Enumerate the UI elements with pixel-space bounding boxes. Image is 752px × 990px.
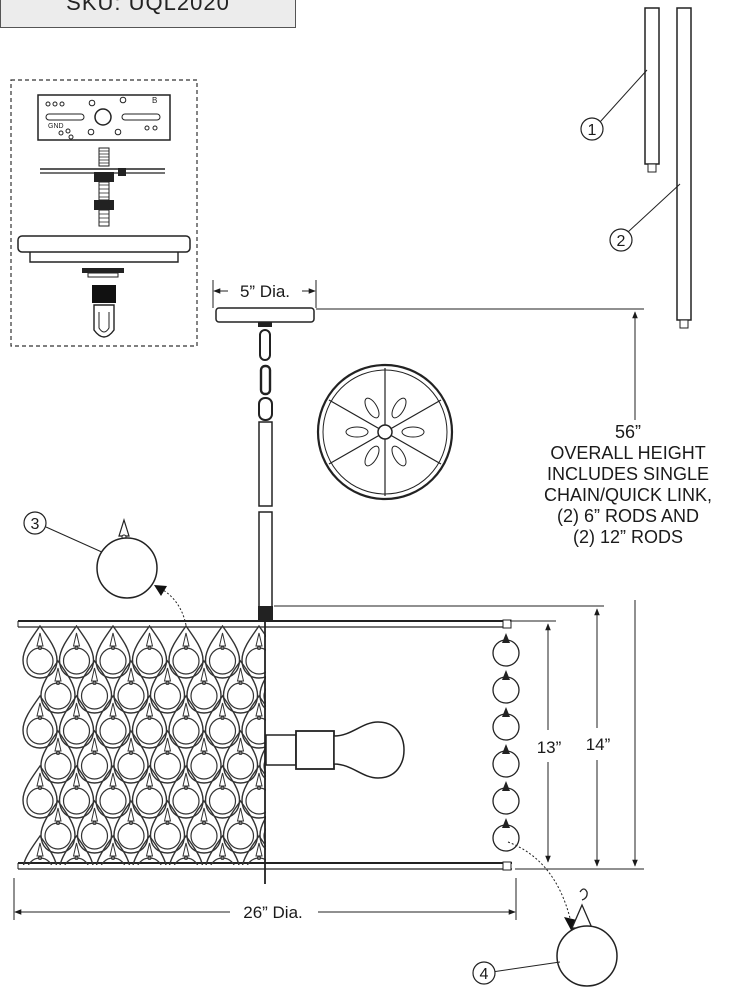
strand-crystal bbox=[492, 676, 520, 704]
callout-1: 1 bbox=[580, 69, 648, 141]
mounting-plate: GND B bbox=[37, 94, 171, 141]
stem-rods bbox=[258, 421, 273, 620]
strand-connector bbox=[502, 781, 510, 791]
crystal-strand bbox=[492, 633, 520, 852]
top-view-frame bbox=[316, 363, 454, 501]
strand-connector bbox=[502, 633, 510, 643]
center-bulb bbox=[265, 721, 405, 779]
frame-height-dimension: 13” bbox=[510, 620, 562, 863]
rod-12in bbox=[676, 7, 692, 329]
strand-connector bbox=[502, 707, 510, 717]
fixture-diameter-dimension: 26” Dia. bbox=[13, 878, 517, 922]
overall-height-dimension bbox=[316, 308, 644, 867]
fixture-shade bbox=[17, 606, 520, 884]
sku-label: SKU: UQL2020 bbox=[66, 0, 230, 15]
crystal-drop bbox=[297, 801, 331, 853]
canopy-kit-inset: GND B bbox=[10, 79, 198, 347]
strand-crystal bbox=[492, 713, 520, 741]
crystal-detail bbox=[96, 517, 158, 599]
svg-text:1: 1 bbox=[588, 122, 597, 139]
svg-text:4: 4 bbox=[480, 966, 489, 983]
crystal-detail bbox=[556, 888, 618, 987]
svg-text:2: 2 bbox=[617, 233, 626, 250]
crystal-drop bbox=[279, 626, 313, 678]
rod-6in bbox=[644, 7, 660, 173]
callout-2: 2 bbox=[609, 183, 681, 252]
canopy-cup bbox=[17, 235, 191, 263]
strand-connector bbox=[502, 744, 510, 754]
height-note-line-4: (2) 6” RODS AND bbox=[556, 506, 700, 526]
chain-quick-link bbox=[258, 329, 273, 421]
height-note-line-1: OVERALL HEIGHT bbox=[550, 443, 706, 463]
svg-text:5” Dia.: 5” Dia. bbox=[240, 282, 290, 301]
canopy bbox=[215, 307, 315, 327]
crystal-drop bbox=[297, 661, 331, 713]
svg-text:26” Dia.: 26” Dia. bbox=[243, 903, 303, 922]
strand-crystal bbox=[492, 824, 520, 852]
fixture-height-dimension: 14” bbox=[274, 605, 644, 870]
callout-4: 4 bbox=[472, 841, 618, 987]
callout-3: 3 bbox=[23, 511, 187, 626]
svg-text:3: 3 bbox=[31, 516, 40, 533]
socket-and-bulb bbox=[82, 268, 124, 338]
strand-crystal bbox=[492, 750, 520, 778]
height-note-line-3: CHAIN/QUICK LINK, bbox=[543, 485, 713, 505]
overall-height-value: 56” bbox=[614, 422, 641, 442]
svg-text:14”: 14” bbox=[586, 735, 611, 754]
sku-box bbox=[0, 0, 296, 28]
strand-crystal bbox=[492, 787, 520, 815]
crystal-drop bbox=[279, 766, 313, 818]
strand-crystal bbox=[492, 639, 520, 667]
strand-connector bbox=[502, 670, 510, 680]
canopy-diameter-dimension: 5” Dia. bbox=[212, 280, 317, 308]
plate-label-b: B bbox=[152, 96, 157, 105]
strand-connector bbox=[502, 818, 510, 828]
height-note-line-2: INCLUDES SINGLE bbox=[546, 464, 710, 484]
height-note-line-5: (2) 12” RODS bbox=[572, 527, 684, 547]
overall-height-note: 56” OVERALL HEIGHT INCLUDES SINGLE CHAIN… bbox=[512, 422, 744, 548]
plate-label-gnd: GND bbox=[48, 123, 64, 130]
threaded-nipple bbox=[40, 147, 165, 227]
svg-text:13”: 13” bbox=[537, 738, 562, 757]
